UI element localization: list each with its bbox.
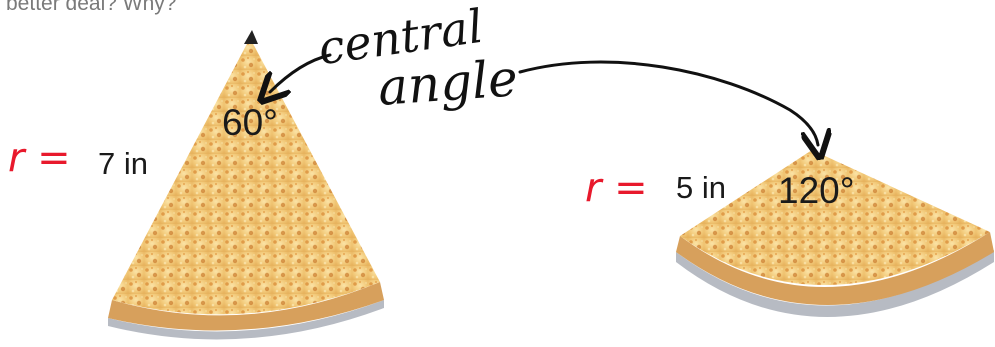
cheese-left: [112, 38, 380, 315]
cheese-right: [680, 150, 990, 286]
question-text: better deal? Why?: [6, 0, 177, 15]
radius-symbol-right: r =: [585, 165, 648, 211]
pan-right: [676, 250, 994, 317]
angle-label-60: 60°: [222, 102, 278, 143]
annotation-line-2: angle: [376, 49, 520, 117]
crust-right: [676, 232, 994, 305]
radius-value-left: 7 in: [98, 146, 148, 181]
crust-tip-left: [244, 30, 258, 44]
radius-symbol-left: r =: [8, 135, 71, 181]
pan-left: [108, 300, 384, 340]
radius-value-right: 5 in: [676, 170, 726, 205]
arrow-to-left-angle: [270, 53, 332, 92]
angle-label-120: 120°: [778, 170, 855, 211]
pizza-slice-120: [676, 150, 994, 317]
crust-left: [108, 282, 384, 331]
pizza-slice-60: [108, 30, 384, 340]
arrow-to-right-angle: [518, 60, 818, 145]
